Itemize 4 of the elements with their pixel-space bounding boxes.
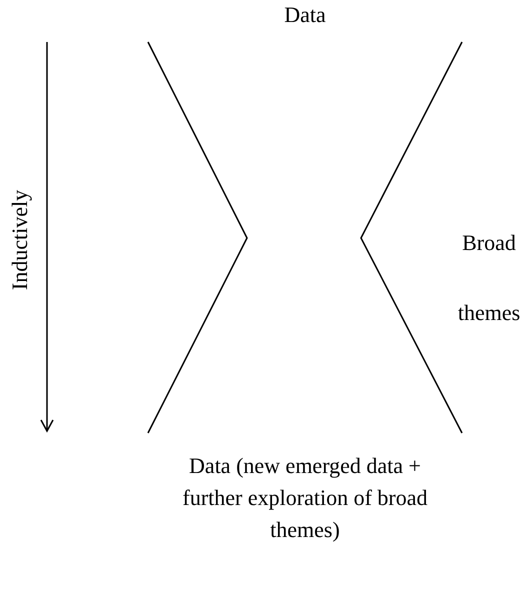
bottom-label: Data (new emerged data + further exploration of broad themes): [182, 452, 428, 544]
top-label: Data: [283, 2, 327, 28]
direction-label: Inductively: [7, 188, 33, 292]
side-label: Broad themes: [456, 229, 522, 327]
